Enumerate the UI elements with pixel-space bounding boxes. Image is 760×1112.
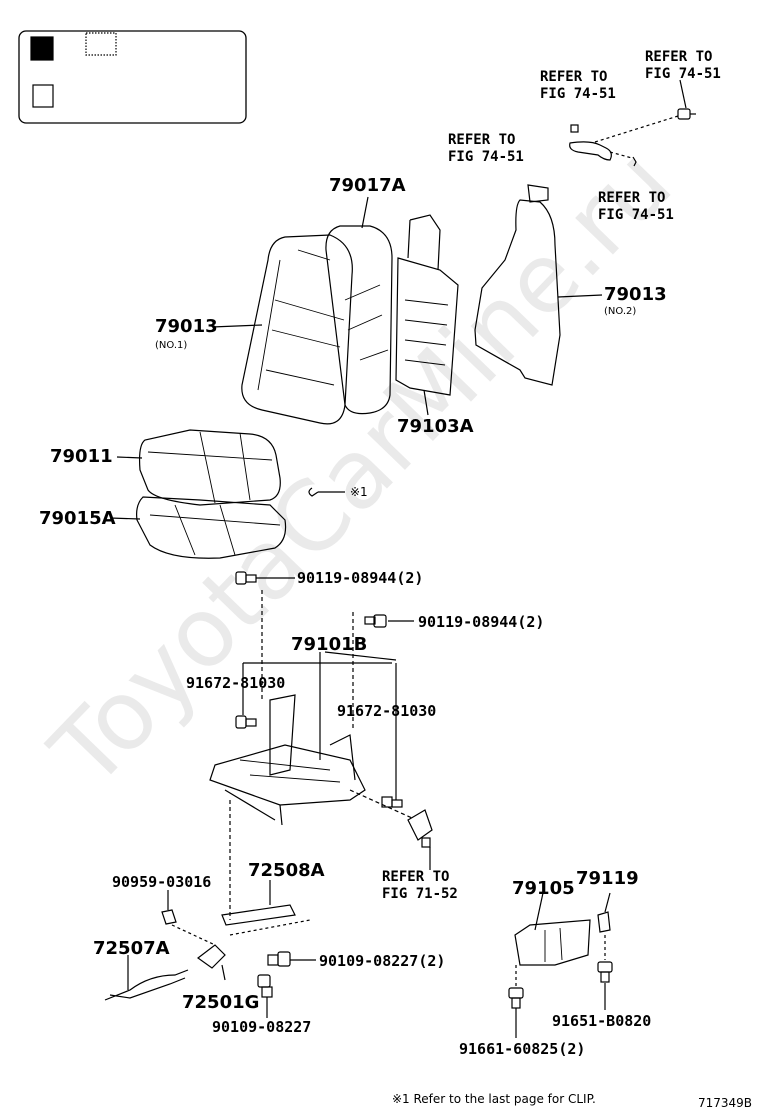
refer-line: REFER TO bbox=[382, 869, 450, 885]
part-72507A: 72507A bbox=[93, 938, 170, 959]
legend-box bbox=[18, 30, 247, 124]
leader-79011 bbox=[116, 456, 143, 459]
bolt-91661 bbox=[508, 987, 524, 1009]
part-72501G: 72501G bbox=[182, 992, 260, 1013]
refer-fig: FIG 74-51 bbox=[540, 86, 616, 102]
refer-fig: FIG 71-52 bbox=[382, 886, 458, 902]
part-91661-60825: 91661-60825(2) bbox=[459, 1040, 586, 1058]
bolt-90119-b bbox=[364, 614, 387, 628]
refer-label-5: REFER TO FIG 71-52 bbox=[382, 869, 458, 903]
refer-label-4: REFER TO FIG 74-51 bbox=[598, 190, 674, 224]
leader-79013-no2 bbox=[557, 294, 603, 298]
part-79017A: 79017A bbox=[329, 175, 406, 196]
belt-buckle bbox=[407, 809, 433, 848]
seatback-frame bbox=[395, 257, 459, 396]
leader-top bbox=[679, 79, 687, 109]
refer-line: REFER TO bbox=[598, 190, 666, 206]
seat-side-cover bbox=[514, 919, 591, 966]
leader-79017A bbox=[361, 196, 369, 229]
bolt-90119-a bbox=[235, 571, 257, 585]
empty-square-icon bbox=[32, 84, 54, 108]
part-90959-03016: 90959-03016 bbox=[112, 873, 212, 891]
refer-fig: FIG 74-51 bbox=[598, 207, 674, 223]
leader-79101B bbox=[319, 651, 397, 760]
part-79013-no1-qualifier: (NO.1) bbox=[155, 340, 188, 351]
part-90119-08944-a: 90119-08944(2) bbox=[297, 569, 424, 587]
part-90119-08944-b: 90119-08944(2) bbox=[418, 613, 545, 631]
part-90109-08227-b: 90109-08227 bbox=[212, 1018, 312, 1036]
diagram-id: 717349B bbox=[698, 1096, 753, 1110]
part-79101B: 79101B bbox=[291, 634, 368, 655]
bolt-91651 bbox=[597, 961, 613, 983]
bolt-90109-a bbox=[267, 951, 291, 967]
link-72501G bbox=[196, 944, 226, 969]
seat-cushion-pad bbox=[136, 496, 287, 559]
part-79013-no2: 79013 bbox=[604, 284, 667, 305]
part-91672-81030-a: 91672-81030 bbox=[186, 674, 286, 692]
part-91672-81030-b: 91672-81030 bbox=[337, 702, 437, 720]
small-cap-part bbox=[570, 124, 579, 133]
bolt-91672-b bbox=[381, 796, 403, 808]
refer-label-3: REFER TO FIG 74-51 bbox=[448, 132, 524, 166]
leader-79013-no1 bbox=[211, 324, 263, 328]
seatback-pad bbox=[325, 225, 393, 415]
small-clip-79119 bbox=[597, 911, 611, 933]
seat-adjuster-base bbox=[209, 744, 366, 806]
leader-79103A bbox=[423, 389, 429, 416]
dashed-square-icon bbox=[85, 32, 117, 56]
leader-79105 bbox=[534, 892, 544, 931]
seatback-cover-no1 bbox=[241, 234, 353, 425]
leader-91672-a bbox=[242, 662, 392, 715]
refer-fig: FIG 74-51 bbox=[645, 66, 721, 82]
small-clip bbox=[632, 156, 637, 167]
part-90109-08227-a: 90109-08227(2) bbox=[319, 952, 446, 970]
dash-base-right bbox=[349, 789, 413, 819]
seatback-board-no2 bbox=[474, 199, 561, 386]
clip-icon bbox=[308, 487, 319, 497]
leader-79119 bbox=[604, 892, 611, 913]
bolt-90109-b bbox=[257, 974, 273, 998]
refer-line: REFER TO bbox=[540, 69, 608, 85]
leader-79015A bbox=[109, 517, 141, 520]
part-91651-B0820: 91651-B0820 bbox=[552, 1012, 652, 1030]
seat-cushion-cover bbox=[138, 429, 281, 506]
part-79015A: 79015A bbox=[39, 508, 116, 529]
part-79013-no1: 79013 bbox=[155, 316, 218, 337]
refer-line: REFER TO bbox=[448, 132, 516, 148]
gas-strut bbox=[221, 904, 296, 926]
bolt-91672-a bbox=[235, 715, 257, 729]
dash-lower-diag bbox=[171, 924, 216, 946]
footnote: ※1 Refer to the last page for CLIP. bbox=[392, 1092, 596, 1106]
refer-line: REFER TO bbox=[645, 49, 713, 65]
dash-lines-top bbox=[594, 115, 679, 159]
armrest-bracket bbox=[569, 141, 612, 161]
cable-72507A bbox=[104, 969, 189, 1001]
part-79105: 79105 bbox=[512, 878, 575, 899]
leader-72501G bbox=[221, 964, 226, 981]
top-bolt bbox=[677, 108, 696, 120]
part-79011: 79011 bbox=[50, 446, 113, 467]
part-79103A: 79103A bbox=[397, 416, 474, 437]
part-72508A: 72508A bbox=[248, 860, 325, 881]
clip-reference-mark: ※1 bbox=[350, 485, 368, 499]
filled-square-icon bbox=[30, 36, 54, 61]
refer-label-2: REFER TO FIG 74-51 bbox=[540, 69, 616, 103]
small-link-part bbox=[161, 909, 177, 925]
refer-label-1: REFER TO FIG 74-51 bbox=[645, 49, 721, 83]
part-79119: 79119 bbox=[576, 868, 639, 889]
part-79013-no2-qualifier: (NO.2) bbox=[604, 306, 637, 317]
refer-fig: FIG 74-51 bbox=[448, 149, 524, 165]
